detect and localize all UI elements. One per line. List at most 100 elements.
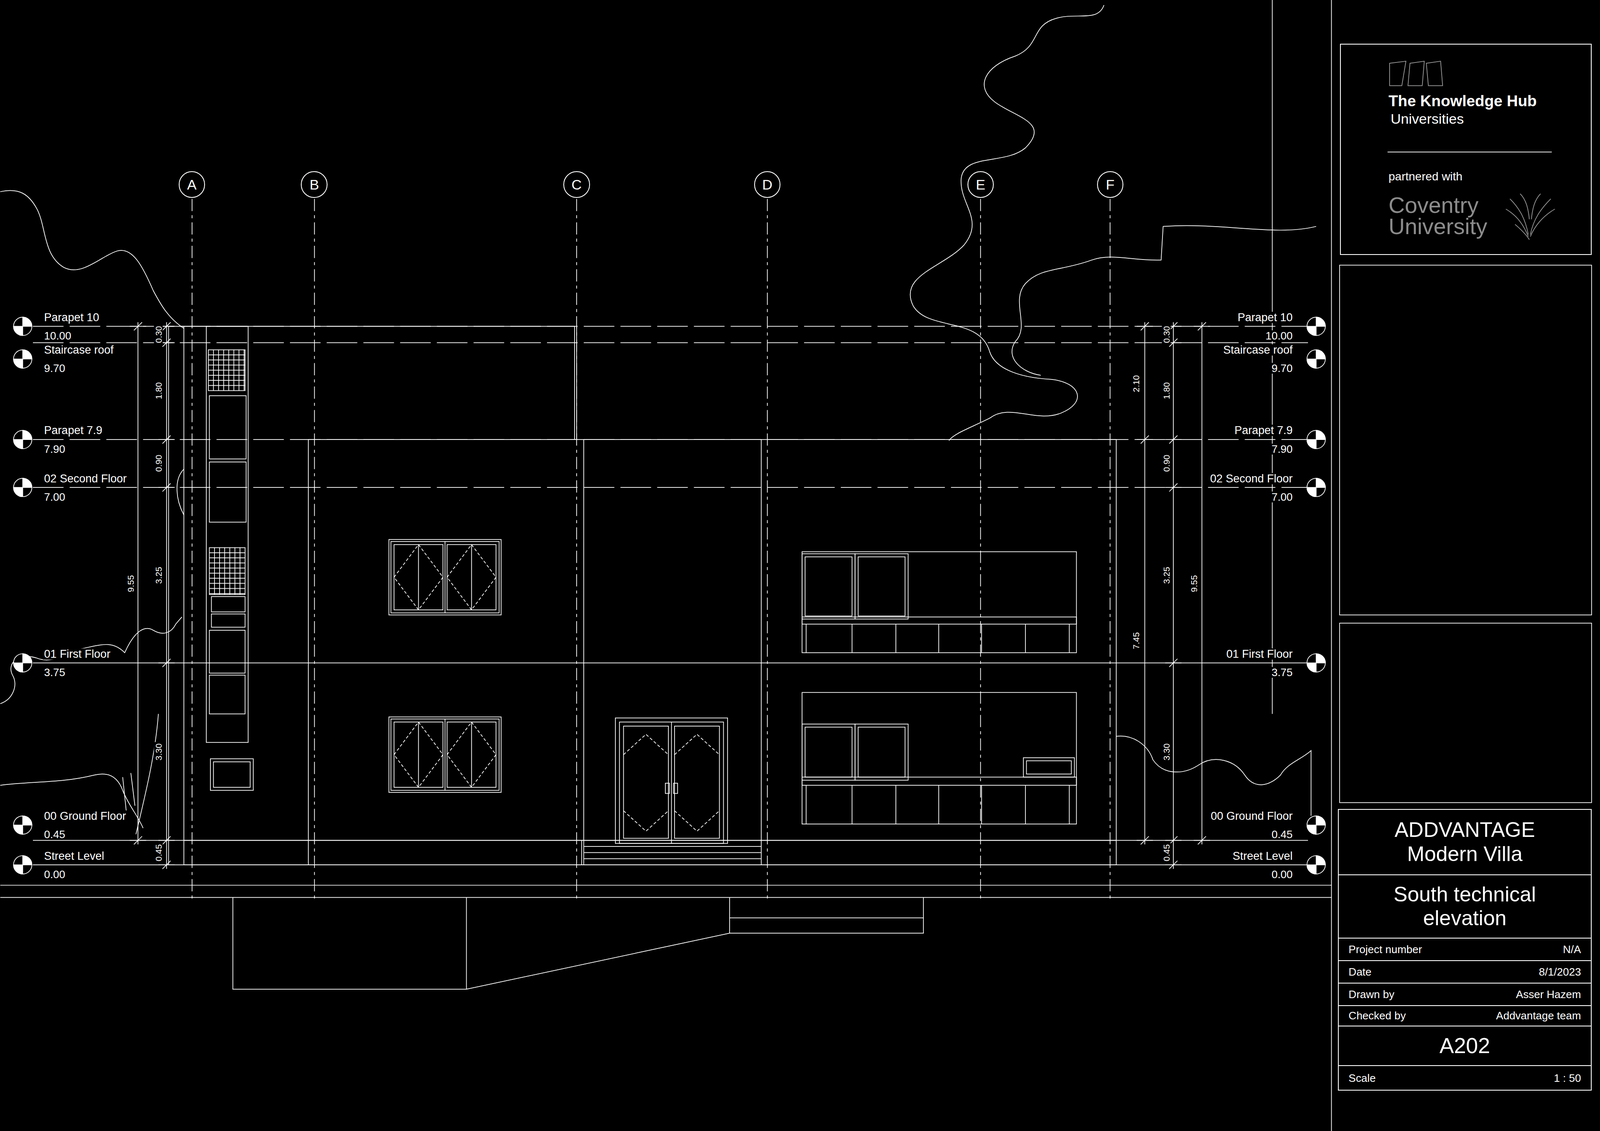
wall-line: [760, 439, 762, 865]
field-name: Project number: [1348, 944, 1423, 955]
field-name: Checked by: [1348, 1010, 1406, 1022]
dimension-text: 0.30: [1162, 325, 1171, 345]
dimension-extension: [158, 662, 175, 664]
dimension-line: [1201, 322, 1203, 845]
level-name: Parapet 10: [1236, 311, 1294, 323]
railing-post: [805, 785, 807, 825]
dimension-text: 7.45: [1131, 631, 1140, 651]
railing-post: [981, 785, 983, 825]
level-marker-fill: [1307, 359, 1317, 369]
level-marker: [1307, 350, 1326, 369]
dimension-text: 1.80: [153, 381, 163, 401]
level-value: 0.00: [1270, 869, 1295, 880]
tree-trunk: [122, 714, 159, 835]
label-holder: 3.25: [1162, 565, 1171, 586]
wall-line: [183, 326, 185, 865]
university-logo: [1389, 61, 1443, 86]
partner-emblem: [1505, 193, 1555, 240]
grille: [1026, 760, 1072, 775]
railing-post: [851, 785, 853, 825]
frame-line: [1331, 0, 1333, 1131]
step-line: [583, 846, 762, 848]
label-holder: 0.00: [1270, 869, 1295, 880]
railing-post: [1025, 624, 1026, 653]
level-marker-fill: [1307, 825, 1317, 835]
glass-block-joint: [219, 547, 220, 595]
glass-block-joint: [214, 547, 215, 595]
level-marker: [1307, 653, 1326, 673]
dimension-extension: [130, 326, 147, 328]
level-marker-fill: [1316, 350, 1326, 360]
door-frame: [615, 717, 728, 844]
label-holder: 0.30: [153, 325, 163, 345]
window-sash: [447, 544, 497, 610]
grid-line: [980, 198, 981, 903]
level-name: 02 Second Floor: [42, 472, 128, 485]
label-holder: 10.00: [42, 330, 73, 342]
dimension-text: 3.30: [1162, 742, 1171, 762]
glass-block-joint: [208, 359, 245, 361]
level-name: 00 Ground Floor: [42, 810, 128, 823]
step-line: [583, 858, 762, 860]
glass-block-joint: [209, 562, 246, 564]
stair-panel: [211, 596, 245, 613]
level-name: Street Level: [42, 850, 106, 862]
window-sash-bar: [418, 544, 420, 610]
sliding-door: [855, 553, 908, 620]
wall-line: [307, 439, 309, 865]
title-block-panel: [1339, 265, 1592, 616]
label-holder: 0.90: [1162, 453, 1171, 473]
grid-bubble: E: [967, 171, 995, 198]
partner-note: partnered with: [1388, 170, 1592, 184]
project-title: ADDVANTAGE Modern Villa: [1375, 818, 1555, 867]
level-marker-fill: [1316, 478, 1326, 488]
level-marker-fill: [1307, 865, 1317, 875]
level-marker-fill: [1316, 653, 1326, 663]
label-holder: 1.80: [1162, 381, 1171, 401]
label-holder: Parapet 7.9: [1233, 425, 1295, 437]
window-sash-bar: [471, 722, 473, 788]
glass-block-joint: [209, 572, 246, 574]
shrub-outline: [1116, 736, 1312, 817]
window-opening-mark: [447, 544, 497, 610]
label-holder: 0.30: [1162, 325, 1171, 345]
level-marker-fill: [1316, 317, 1326, 327]
tree-outline: [0, 617, 183, 704]
level-marker-fill: [13, 326, 23, 336]
glass-block-joint: [209, 557, 246, 559]
grille: [1023, 757, 1075, 778]
sliding-door: [858, 557, 906, 617]
railing-post: [981, 624, 983, 653]
label-holder: 00 Ground Floor: [42, 810, 128, 823]
label-holder: 9.70: [42, 362, 67, 374]
window-mullion: [444, 541, 446, 613]
label-holder: 01 First Floor: [42, 648, 112, 660]
level-marker-fill: [1307, 326, 1317, 336]
grid-label: C: [571, 177, 582, 192]
dimension-text: 9.55: [126, 573, 135, 594]
level-line: [32, 662, 1308, 664]
dimension-text: 2.10: [1131, 373, 1140, 394]
wall-line: [576, 326, 578, 440]
label-holder: 02 Second Floor: [42, 472, 128, 485]
stair-panel: [209, 462, 247, 523]
plinth-line: [183, 864, 1117, 866]
dimension-extension: [1165, 662, 1182, 664]
level-marker-fill: [13, 825, 23, 835]
sheet-number: A202: [1439, 1035, 1490, 1057]
level-marker-fill: [22, 430, 33, 440]
level-marker: [1307, 816, 1326, 835]
door-handle: [665, 783, 670, 794]
stair-panel: [211, 614, 245, 628]
level-line: [32, 439, 1308, 440]
railing-post: [938, 624, 940, 653]
field-value: 1 : 50: [1553, 1072, 1581, 1084]
stair-window-strip: [206, 326, 248, 743]
glass-block-joint: [208, 375, 245, 376]
dimension-extension: [1165, 864, 1182, 866]
grid-line: [191, 198, 193, 903]
level-marker-fill: [13, 359, 23, 369]
field-value: 8/1/2023: [1538, 966, 1581, 978]
dimension-extension: [1193, 840, 1210, 841]
